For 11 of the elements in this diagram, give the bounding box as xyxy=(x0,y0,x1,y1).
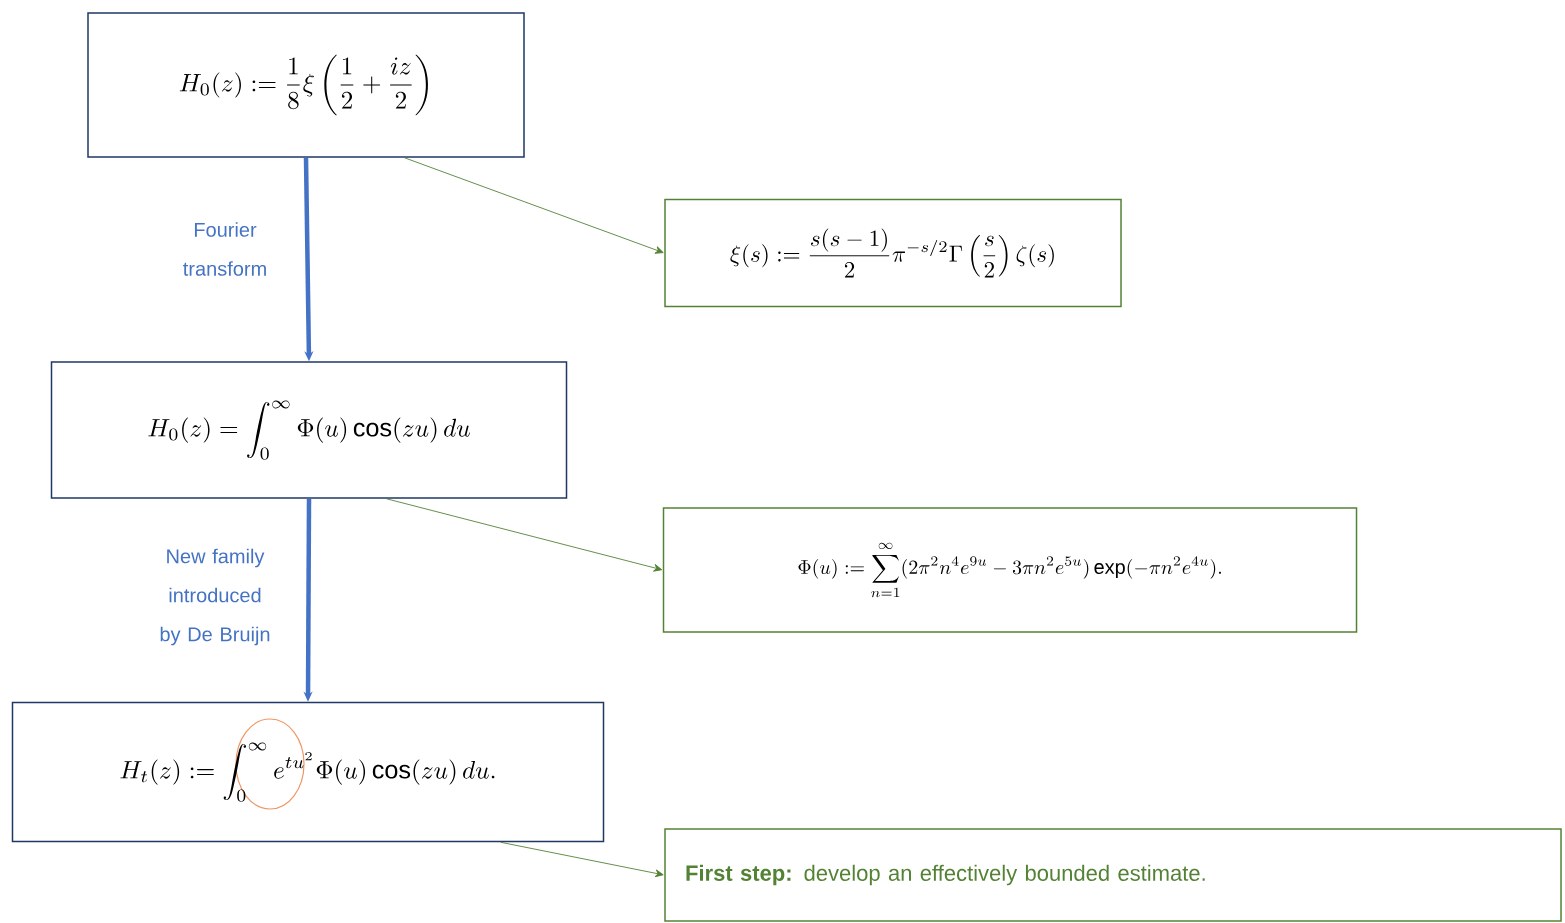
arrow xyxy=(404,157,664,254)
formula-box: $\Phi(u) := \sum_{n=1}^\infty (2\pi^2n^4e^{9u}-3\pi n^2e^{5u})\exp(-\pi n^2e^{4u}).$ xyxy=(662,507,1358,633)
arrow xyxy=(500,841,664,878)
arrow xyxy=(386,498,663,572)
edge-label: Fourier transform xyxy=(183,222,266,276)
formula-box: $H_0(z) := \frac{1}{8}\xi\left(\frac{1}{2}+\frac{iz}{2}\right)$ xyxy=(87,12,525,158)
edge-label: New family introduced by De Bruijn xyxy=(160,548,270,646)
formula-box: $H_t(z) := \int_0^\infty e^{tu^2}\Phi(u)\cos(zu)\,du.$ xyxy=(11,701,605,843)
formula-box: $H_0(z) = \int_0^\infty \Phi(u)\cos(zu)\,du$ xyxy=(50,361,568,499)
formula-box: $\xi(s) := \frac{s(s-1)}{2}\pi^{-s/2}\Gamma\left(\frac{s}{2}\right)\zeta(s)$ xyxy=(664,198,1122,308)
text-box: First step: develop an effectively bounded estimate. xyxy=(664,828,1562,922)
